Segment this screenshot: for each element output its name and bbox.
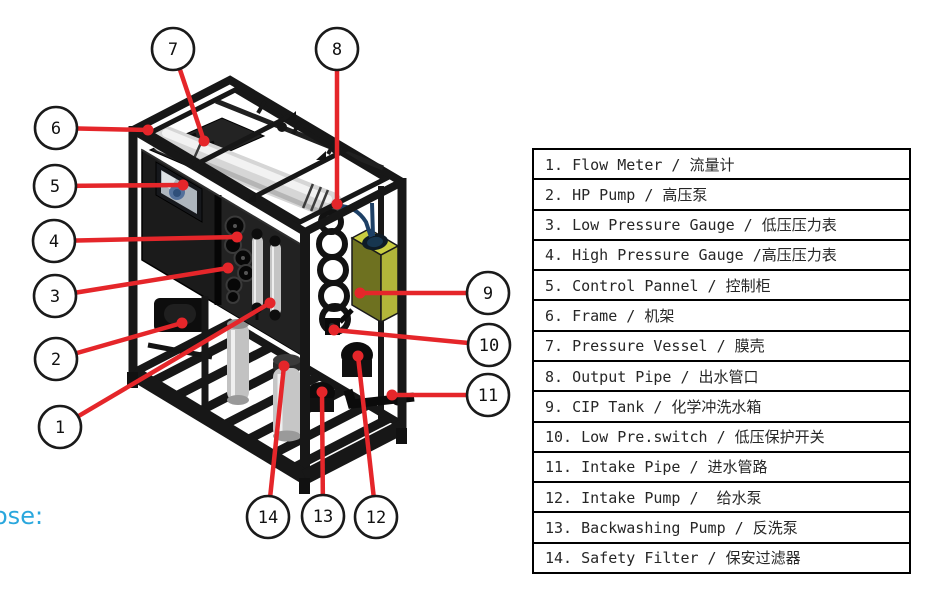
part-label: 5. Control Pannel / 控制柜: [545, 276, 771, 295]
parts-table-row: 14. Safety Filter / 保安过滤器: [534, 544, 909, 572]
callout-circle-10: 10: [466, 322, 512, 368]
part-label: 14. Safety Filter / 保安过滤器: [545, 549, 801, 568]
callout-circle-12: 12: [353, 494, 399, 540]
callout-line-10: [333, 327, 490, 348]
svg-text:5: 5: [50, 177, 60, 197]
parts-table-row: 5. Control Pannel / 控制柜: [534, 271, 909, 302]
callout-circle-7: 7: [150, 26, 196, 72]
parts-table-row: 1. Flow Meter / 流量计: [534, 150, 909, 181]
svg-text:8: 8: [332, 40, 342, 60]
svg-text:9: 9: [483, 284, 493, 304]
callout-circle-1: 1: [37, 404, 83, 450]
callout-line-12: [355, 355, 379, 518]
part-label: 7. Pressure Vessel / 膜壳: [545, 337, 765, 356]
part-label: 6. Frame / 机架: [545, 307, 675, 326]
svg-text:7: 7: [168, 40, 178, 60]
parts-table-row: 10. Low Pre.switch / 低压保护开关: [534, 423, 909, 453]
part-label: 4. High Pressure Gauge /高压压力表: [545, 246, 837, 265]
safety-filters: [227, 319, 301, 442]
parts-table-row: 4. High Pressure Gauge /高压压力表: [534, 241, 909, 272]
cip-tank: [350, 228, 400, 324]
svg-text:10: 10: [479, 336, 499, 356]
callout-line-3: [54, 265, 229, 299]
callout-circle-13: 13: [300, 493, 346, 539]
svg-text:13: 13: [313, 507, 333, 527]
parts-table-row: 3. Low Pressure Gauge / 低压压力表: [534, 211, 909, 241]
svg-text:3: 3: [50, 287, 60, 307]
part-label: 11. Intake Pipe / 进水管路: [545, 458, 768, 477]
callout-line-1: [58, 301, 272, 429]
callout-circle-4: 4: [31, 218, 77, 264]
pressure-gauges: [224, 215, 255, 304]
hp-pump: [147, 298, 213, 360]
svg-text:14: 14: [258, 508, 278, 528]
part-label: 9. CIP Tank / 化学冲洗水箱: [545, 397, 762, 416]
parts-table-row: 6. Frame / 机架: [534, 301, 909, 332]
svg-text:2: 2: [51, 350, 61, 370]
svg-text:1: 1: [55, 418, 65, 438]
callout-circle-3: 3: [32, 273, 78, 319]
callout-circle-8: 8: [314, 26, 360, 72]
callout-line-14: [265, 365, 287, 518]
svg-text:4: 4: [49, 232, 59, 252]
parts-table-row: 9. CIP Tank / 化学冲洗水箱: [534, 392, 909, 423]
callout-circle-11: 11: [465, 372, 511, 418]
part-label: 1. Flow Meter / 流量计: [545, 155, 735, 174]
parts-table-row: 11. Intake Pipe / 进水管路: [534, 453, 909, 484]
intake-pump: [341, 342, 373, 377]
svg-text:6: 6: [51, 119, 61, 139]
callout-circle-6: 6: [33, 105, 79, 151]
parts-table-row: 7. Pressure Vessel / 膜壳: [534, 332, 909, 362]
parts-table-row: 13. Backwashing Pump / 反洗泵: [534, 513, 909, 544]
parts-table-row: 8. Output Pipe / 出水管口: [534, 362, 909, 393]
parts-table-row: 12. Intake Pump / 给水泵: [534, 483, 909, 514]
partial-blue-text: ose:: [0, 502, 44, 530]
svg-text:11: 11: [478, 386, 498, 406]
part-label: 8. Output Pipe / 出水管口: [545, 367, 759, 386]
callout-circle-2: 2: [33, 336, 79, 382]
part-label: 3. Low Pressure Gauge / 低压压力表: [545, 216, 837, 235]
part-label: 2. HP Pump / 高压泵: [545, 185, 708, 204]
callout-circle-5: 5: [32, 163, 78, 209]
callout-circle-9: 9: [465, 270, 511, 316]
part-label: 13. Backwashing Pump / 反洗泵: [545, 519, 798, 538]
svg-text:12: 12: [366, 508, 386, 528]
callout-lines: [53, 48, 490, 518]
callout-circles: 1 2 3 4 5 6 7 8 9 10: [31, 26, 512, 540]
callout-circle-14: 14: [245, 494, 291, 540]
parts-table: 1. Flow Meter / 流量计 2. HP Pump / 高压泵 3. …: [532, 148, 911, 574]
membrane-coil: [316, 209, 351, 335]
callout-line-4: [53, 234, 238, 244]
part-label: 10. Low Pre.switch / 低压保护开关: [545, 428, 825, 447]
part-label: 12. Intake Pump / 给水泵: [545, 488, 762, 507]
parts-table-row: 2. HP Pump / 高压泵: [534, 180, 909, 211]
flow-meter-tubes: [251, 228, 281, 321]
